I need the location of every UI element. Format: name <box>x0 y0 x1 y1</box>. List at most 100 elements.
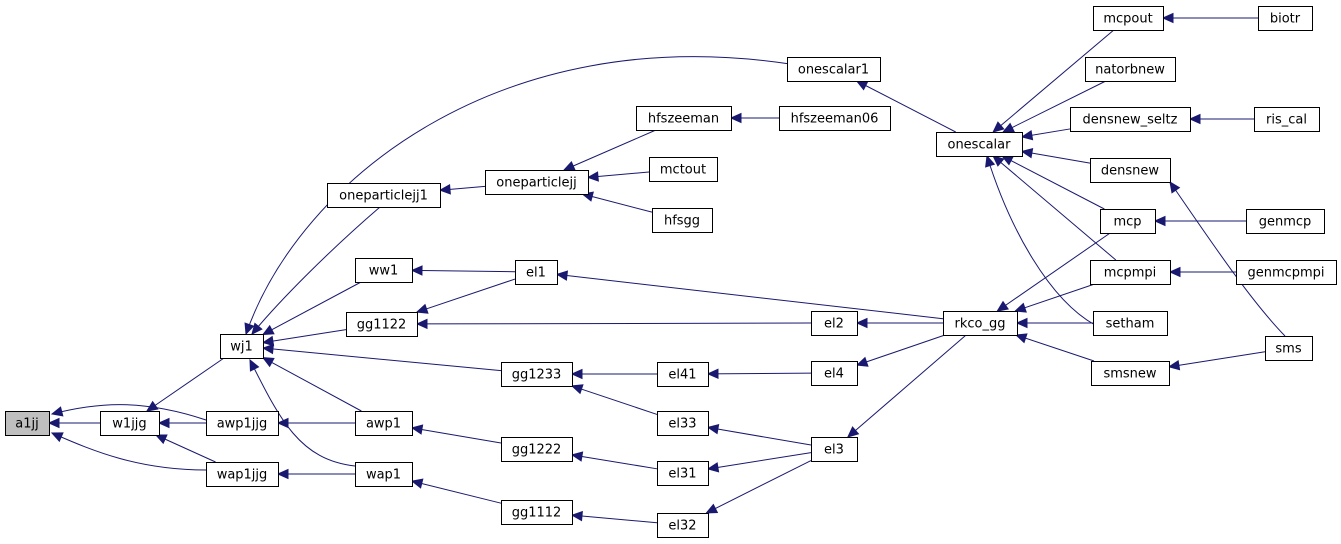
node-label: setham <box>1106 317 1155 332</box>
node-mcpout[interactable]: mcpout <box>1093 6 1164 31</box>
node-densnew[interactable]: densnew <box>1090 158 1171 183</box>
node-box <box>501 500 573 525</box>
node-label: rkco_gg <box>955 317 1006 332</box>
edge-arrowhead <box>261 357 275 368</box>
edge-line <box>1001 155 1105 210</box>
node-oneparticlejj[interactable]: oneparticlejj <box>485 170 589 195</box>
node-gg1112[interactable]: gg1112 <box>501 500 573 525</box>
edge-hfszeeman-to-oneparticlejj <box>562 129 657 171</box>
node-label: ris_cal <box>1266 113 1307 128</box>
node-box <box>501 362 573 387</box>
node-el33[interactable]: el33 <box>657 411 709 436</box>
node-mcpmpi[interactable]: mcpmpi <box>1090 260 1171 285</box>
edge-arrowhead <box>846 426 860 438</box>
edge-wj1-to-w1jjg <box>145 357 225 412</box>
edge-sms-to-smsnew <box>1167 351 1266 371</box>
node-gg1233[interactable]: gg1233 <box>501 362 573 387</box>
edge-el1-to-ww1 <box>410 265 516 276</box>
edge-rkco_gg-to-el3 <box>846 334 967 438</box>
edges-layer <box>47 12 1286 524</box>
node-hfszeeman06[interactable]: hfszeeman06 <box>779 106 891 131</box>
node-box <box>657 411 709 436</box>
node-rkco_gg[interactable]: rkco_gg <box>943 311 1018 336</box>
edge-densnew-to-onescalar <box>1020 147 1091 164</box>
node-wap1[interactable]: wap1 <box>355 462 413 487</box>
node-label: mctout <box>660 163 706 178</box>
edge-line <box>563 129 657 171</box>
node-hfszeeman[interactable]: hfszeeman <box>636 106 732 131</box>
node-label: gg1233 <box>512 368 562 383</box>
node-el3[interactable]: el3 <box>811 437 858 462</box>
node-biotr[interactable]: biotr <box>1258 6 1313 31</box>
node-oneparticlejj1[interactable]: oneparticlejj1 <box>327 183 441 208</box>
node-label: mcpmpi <box>1104 266 1157 281</box>
node-box <box>1091 361 1170 386</box>
edge-mcpout-to-onescalar <box>992 29 1115 133</box>
node-wap1jjg[interactable]: wap1jjg <box>206 462 279 487</box>
edge-wap1-to-wj1 <box>249 358 356 467</box>
edge-arrowhead <box>570 368 583 380</box>
node-sms[interactable]: sms <box>1265 336 1313 361</box>
node-label: gg1122 <box>357 318 407 333</box>
node-ww1[interactable]: ww1 <box>355 258 413 283</box>
edge-arrowhead <box>1020 129 1034 141</box>
node-box <box>485 170 589 195</box>
edge-arrowhead <box>1001 155 1014 166</box>
node-onescalar1[interactable]: onescalar1 <box>787 57 881 82</box>
node-box <box>1093 6 1164 31</box>
node-box <box>1236 260 1337 285</box>
node-awp1jjg[interactable]: awp1jjg <box>206 411 279 436</box>
node-genmcp[interactable]: genmcp <box>1246 209 1325 234</box>
edge-line <box>1015 283 1095 312</box>
edge-arrowhead <box>1169 180 1181 194</box>
edge-hfszeeman06-to-hfszeeman <box>729 112 779 124</box>
edge-biotr-to-mcpout <box>1161 12 1258 24</box>
edge-arrowhead <box>706 462 720 473</box>
edge-line <box>571 454 658 470</box>
node-densnew_seltz[interactable]: densnew_seltz <box>1070 107 1191 132</box>
node-wj1[interactable]: wj1 <box>220 334 264 359</box>
node-hfsgg[interactable]: hfsgg <box>652 208 713 233</box>
edge-line <box>707 452 812 470</box>
edge-arrowhead <box>244 322 255 336</box>
node-genmcpmpi[interactable]: genmcpmpi <box>1236 260 1337 285</box>
node-natorbnew[interactable]: natorbnew <box>1085 57 1176 82</box>
node-box <box>943 311 1018 336</box>
edge-arrowhead <box>562 160 576 171</box>
node-gg1122[interactable]: gg1122 <box>346 312 418 337</box>
node-gg1222[interactable]: gg1222 <box>501 437 573 462</box>
edge-oneparticlejj-to-oneparticlejj1 <box>438 184 486 195</box>
node-box <box>355 411 413 436</box>
node-ris_cal[interactable]: ris_cal <box>1254 107 1320 132</box>
edge-rkco_gg-to-el1 <box>555 270 944 320</box>
node-el32[interactable]: el32 <box>657 513 709 538</box>
node-mctout[interactable]: mctout <box>649 157 718 182</box>
node-awp1[interactable]: awp1 <box>355 411 413 436</box>
node-el41[interactable]: el41 <box>657 362 709 387</box>
edge-onescalar1-to-wj1 <box>244 56 791 336</box>
edge-arrowhead <box>1002 122 1015 133</box>
node-smsnew[interactable]: smsnew <box>1091 361 1170 386</box>
edge-gg1122-to-wj1 <box>261 329 347 347</box>
node-el4[interactable]: el4 <box>811 361 858 386</box>
edge-arrowhead <box>1153 215 1166 227</box>
node-box <box>515 260 558 285</box>
edge-awp1jjg-to-w1jjg <box>157 417 206 429</box>
node-label: genmcpmpi <box>1247 266 1324 281</box>
node-el1[interactable]: el1 <box>515 260 558 285</box>
edge-awp1jjg-to-a1jj <box>50 404 207 421</box>
node-label: oneparticlejj <box>496 176 576 191</box>
node-label: awp1jjg <box>217 417 268 432</box>
node-w1jjg[interactable]: w1jjg <box>100 411 160 436</box>
node-el2[interactable]: el2 <box>811 311 858 336</box>
node-a1jj[interactable]: a1jj <box>5 411 50 436</box>
node-el31[interactable]: el31 <box>657 461 709 486</box>
node-mcp[interactable]: mcp <box>1100 209 1156 234</box>
node-label: awp1 <box>366 417 401 432</box>
node-setham[interactable]: setham <box>1093 311 1168 336</box>
node-box <box>346 312 418 337</box>
edge-arrowhead <box>261 343 274 355</box>
node-label: el31 <box>668 467 696 482</box>
edge-el3-to-el31 <box>706 452 812 473</box>
node-onescalar[interactable]: onescalar <box>936 132 1023 157</box>
